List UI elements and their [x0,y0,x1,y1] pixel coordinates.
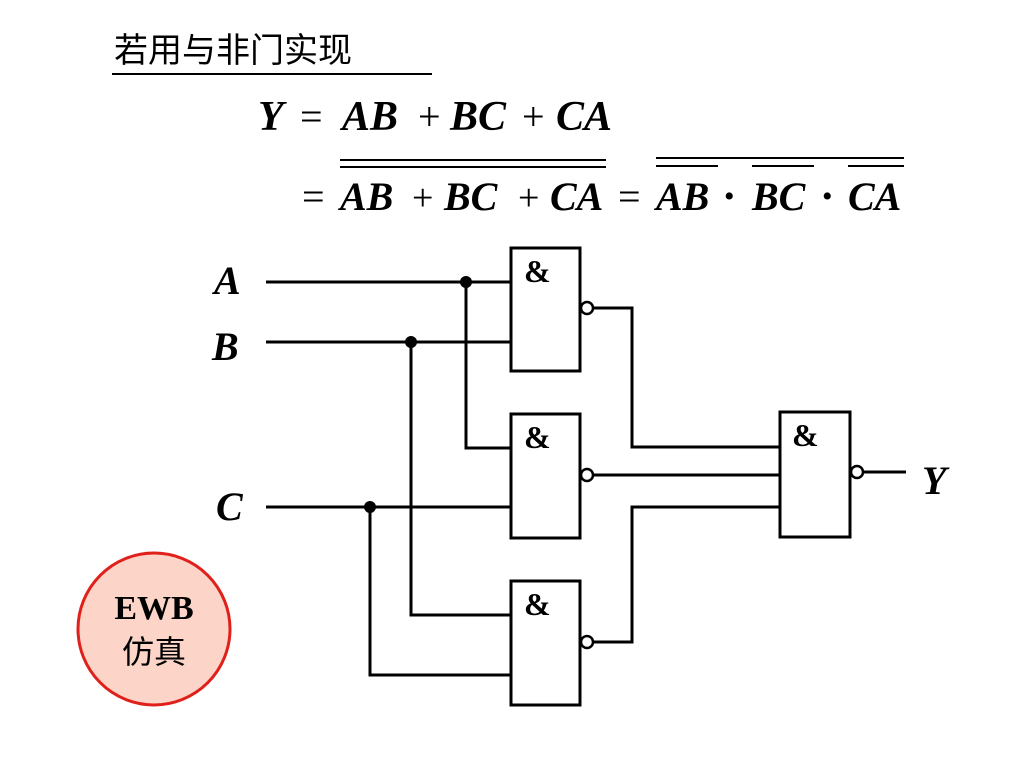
gate-4-body [778,410,852,539]
badge-label-ewb: EWB [114,590,193,627]
gate-4-inverter-bubble [849,464,865,480]
eq2-part1-term-2: BC [443,174,499,219]
badge-label-simulation: 仿真 [122,633,186,671]
eq2-part1-term-1: AB [337,174,393,219]
junction-b [405,336,417,348]
wire-b-to-gate-3 [409,342,511,617]
wire-a-to-gate-2 [464,282,511,450]
eq2-part2-term-1: AB [653,174,709,219]
eq2-equals-1: = [302,174,325,219]
gate-4-symbol: & [792,417,819,453]
equation-line-1: Y = AB + BC + CA [258,94,612,140]
gate-3-symbol: & [524,586,551,622]
wire-gate-3-out [594,505,780,644]
eq2-equals-2: = [618,174,641,219]
eq1-plus-1: + [418,94,441,139]
output-label-y: Y [922,458,950,503]
gate-2: & [509,412,595,540]
eq2-part2-dot-2: • [822,180,833,213]
gate-3-inverter-bubble [579,634,595,650]
eq2-part2-dot-1: • [724,180,735,213]
eq2-part1-plus-2: + [518,177,539,219]
gate-4: & [778,410,865,539]
eq1-plus-2: + [522,94,545,139]
wires [266,280,906,677]
input-label-b: B [211,324,239,369]
eq2-part1-plus-1: + [412,177,433,219]
eq1-term-3: CA [556,94,612,140]
gate-1: & [509,246,595,373]
junction-c [364,501,376,513]
slide-title: 若用与非门实现 [114,31,352,71]
eq1-term-2: BC [449,94,507,140]
eq1-equals: = [300,94,323,139]
badge-circle[interactable] [76,551,232,707]
eq2-part2-term-3: CA [848,174,901,219]
gate-1-body [509,246,582,373]
gate-1-symbol: & [524,253,551,289]
wire-c-to-gate-3 [368,507,511,677]
input-label-c: C [216,484,244,529]
ewb-simulation-badge[interactable]: EWB 仿真 [76,551,232,707]
eq2-part1-term-3: CA [550,174,603,219]
gate-2-symbol: & [524,419,551,455]
eq1-term-1: AB [339,94,398,140]
gate-1-inverter-bubble [579,300,595,316]
gate-3: & [509,579,595,707]
equation-line-2: = AB + BC + CA = AB • BC • CA [302,157,904,219]
gate-2-inverter-bubble [579,467,595,483]
wire-gate-1-out [594,306,780,449]
eq1-lhs: Y [258,94,287,140]
junction-a [460,276,472,288]
eq2-part2-term-2: BC [751,174,807,219]
input-label-a: A [211,258,241,303]
gate-3-body [509,579,582,707]
